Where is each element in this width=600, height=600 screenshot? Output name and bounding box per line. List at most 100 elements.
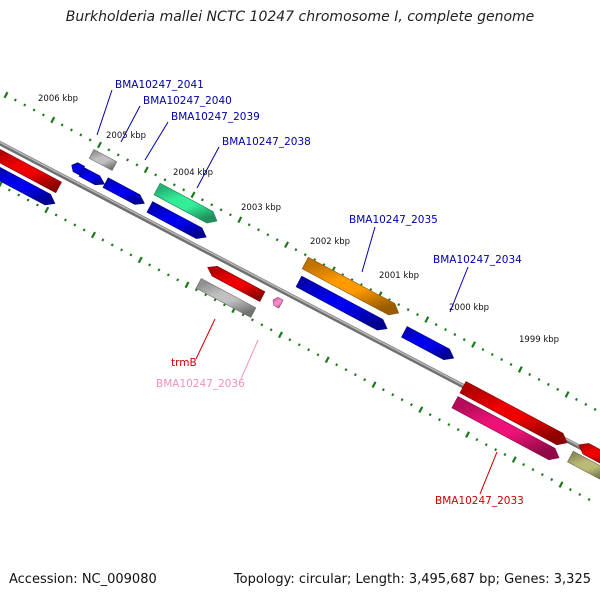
tick-mark xyxy=(73,223,77,227)
gene-arrow[interactable] xyxy=(0,165,56,206)
tick-mark xyxy=(247,223,251,227)
tick-mark xyxy=(490,352,494,357)
tick-mark xyxy=(219,208,223,212)
gene-arrow[interactable] xyxy=(207,265,266,302)
tick-mark xyxy=(297,343,301,347)
tick-mark xyxy=(237,216,243,224)
tick-mark xyxy=(110,243,114,247)
tick-mark xyxy=(126,158,130,162)
tick-mark xyxy=(475,438,479,442)
tick-mark xyxy=(154,173,158,177)
tick-mark xyxy=(129,253,133,257)
gene-leader-line xyxy=(240,339,259,380)
gene-label[interactable]: BMA10247_2036 xyxy=(156,378,245,390)
tick-mark xyxy=(182,188,186,192)
gene-label[interactable]: BMA10247_2041 xyxy=(115,79,204,91)
tick-mark xyxy=(575,397,578,401)
tick-mark xyxy=(406,308,410,312)
tick-mark xyxy=(528,372,532,377)
gene-leader-line xyxy=(195,318,216,360)
gene-leader-line xyxy=(196,146,220,189)
tick-mark xyxy=(522,463,526,467)
gene-arrow[interactable] xyxy=(102,177,145,205)
gene-arrow[interactable] xyxy=(451,396,560,461)
tick-mark xyxy=(546,382,550,386)
tick-mark xyxy=(400,398,404,402)
kbp-label: 2004 kbp xyxy=(173,168,213,178)
tick-mark xyxy=(54,213,58,217)
tick-mark xyxy=(88,138,92,142)
tick-mark xyxy=(116,153,120,157)
tick-mark xyxy=(481,347,485,352)
tick-mark xyxy=(564,391,570,398)
tick-mark xyxy=(194,288,198,292)
tick-mark xyxy=(397,303,401,307)
gene-label[interactable]: BMA10247_2039 xyxy=(171,111,260,123)
tick-mark xyxy=(210,203,214,207)
tick-mark xyxy=(288,338,292,342)
tick-mark xyxy=(511,456,517,463)
tick-mark xyxy=(184,281,190,289)
tick-mark xyxy=(335,363,339,367)
tick-mark xyxy=(44,206,50,214)
gene-arrow[interactable] xyxy=(146,201,207,239)
gene-label[interactable]: BMA10247_2038 xyxy=(222,136,311,148)
gene-arrow[interactable] xyxy=(78,167,105,186)
gene-arrow[interactable] xyxy=(401,326,455,361)
gene-arrow[interactable] xyxy=(88,149,118,171)
gene-arrow[interactable] xyxy=(459,381,568,446)
tick-mark xyxy=(35,203,39,207)
tick-mark xyxy=(97,141,102,149)
tick-mark xyxy=(260,323,264,327)
tick-mark xyxy=(41,113,45,117)
gene-label[interactable]: trmB xyxy=(171,357,197,369)
gene-leader-line xyxy=(361,226,376,273)
tick-mark xyxy=(200,198,204,202)
kbp-label: 2001 kbp xyxy=(379,271,419,281)
gene-label[interactable]: BMA10247_2034 xyxy=(433,254,522,266)
tick-mark xyxy=(537,377,541,381)
tick-mark xyxy=(251,318,254,322)
gene-leader-line xyxy=(120,105,141,143)
tick-mark xyxy=(391,393,395,397)
gene-arrow[interactable] xyxy=(195,278,257,318)
tick-mark xyxy=(222,303,226,307)
tick-mark xyxy=(3,91,9,99)
tick-mark xyxy=(241,313,245,317)
gene-leader-line xyxy=(479,451,498,495)
gene-arrow[interactable] xyxy=(567,450,600,480)
gene-label[interactable]: BMA10247_2035 xyxy=(349,214,438,226)
tick-mark xyxy=(503,453,507,457)
tick-mark xyxy=(303,253,307,257)
tick-mark xyxy=(275,238,279,242)
tick-mark xyxy=(143,166,149,174)
gene-label[interactable]: BMA10247_2040 xyxy=(143,95,232,107)
tick-mark xyxy=(166,273,170,277)
tick-mark xyxy=(278,331,283,339)
tick-mark xyxy=(163,178,167,182)
gene-arrow[interactable] xyxy=(295,275,388,331)
tick-mark xyxy=(157,268,161,272)
tick-mark xyxy=(453,333,457,337)
tick-mark xyxy=(32,108,36,112)
tick-mark xyxy=(584,402,588,406)
tick-mark xyxy=(13,98,17,102)
tick-mark xyxy=(556,387,560,391)
gene-arrow[interactable] xyxy=(301,256,400,316)
gene-arrow[interactable] xyxy=(0,147,62,194)
tick-mark xyxy=(50,116,56,124)
kbp-label: 2000 kbp xyxy=(449,303,489,313)
gene-label[interactable]: BMA10247_2033 xyxy=(435,495,524,507)
tick-mark xyxy=(70,128,73,132)
tick-mark xyxy=(500,357,504,362)
tick-mark xyxy=(23,103,27,107)
gene-arrow[interactable] xyxy=(578,443,600,464)
tick-mark xyxy=(444,328,447,332)
tick-mark xyxy=(531,468,535,472)
tick-mark xyxy=(82,228,86,232)
accession-text: Accession: NC_009080 xyxy=(9,572,157,587)
gene-arrow[interactable] xyxy=(153,182,218,224)
tick-mark xyxy=(494,448,498,452)
gene-arrow[interactable] xyxy=(272,297,284,309)
